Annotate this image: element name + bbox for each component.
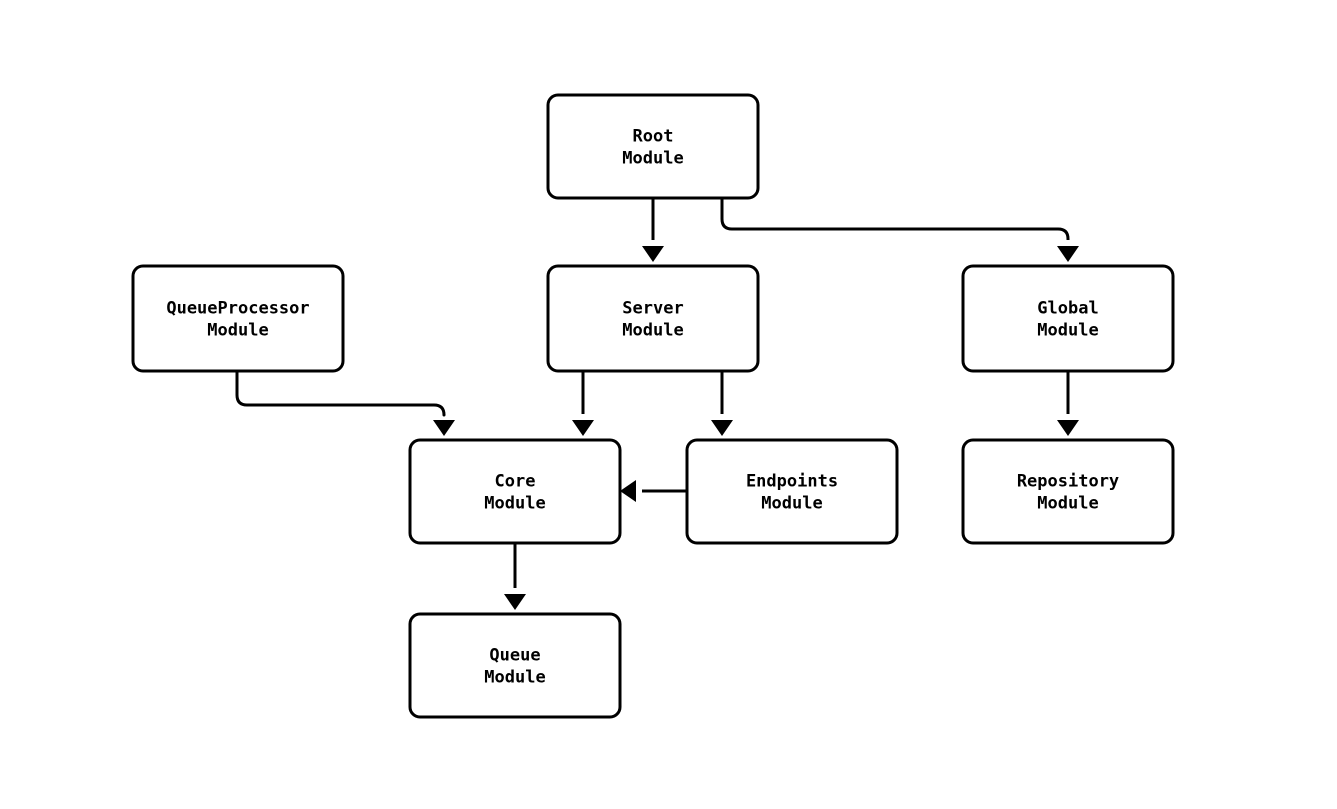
- node-box[interactable]: [961, 438, 1175, 545]
- edge-global-repository: Global Module to Repository Module: [1057, 371, 1079, 436]
- edge-endpoints-core: Endpoints Module to Core Module: [620, 480, 687, 502]
- node-label-title: Repository: [1017, 472, 1119, 492]
- edge-line: [720, 198, 1070, 241]
- node-label-subtitle: Module: [622, 149, 683, 169]
- edge-core-queue: Core Module to Queue Module: [504, 543, 526, 610]
- node-label-title: Global: [1037, 299, 1098, 319]
- node-label-subtitle: Module: [484, 494, 545, 514]
- edge-layer: Root Module to Server Module Root Module …: [235, 198, 1079, 610]
- node-label-title: QueueProcessor: [166, 299, 309, 319]
- edge-root-server: Root Module to Server Module: [642, 198, 664, 262]
- edge-root-global: Root Module to Global Module: [720, 198, 1079, 262]
- edge-arrowhead: [1057, 246, 1079, 262]
- node-box[interactable]: [961, 264, 1175, 373]
- node-box[interactable]: [408, 612, 622, 719]
- edge-arrowhead: [620, 480, 636, 502]
- node-box[interactable]: [546, 93, 760, 200]
- node-label-title: Core: [495, 472, 536, 492]
- node-label-title: Endpoints: [746, 472, 838, 492]
- edge-arrowhead: [504, 594, 526, 610]
- edge-arrowhead: [572, 420, 594, 436]
- edge-server-core: Server Module to Core Module: [572, 371, 594, 436]
- node-box[interactable]: [546, 264, 760, 373]
- node-label-subtitle: Module: [207, 321, 268, 341]
- node-label-title: Server: [622, 299, 683, 319]
- node-label-subtitle: Module: [622, 321, 683, 341]
- node-label-subtitle: Module: [761, 494, 822, 514]
- edge-arrowhead: [642, 246, 664, 262]
- node-box[interactable]: [408, 438, 622, 545]
- node-box[interactable]: [685, 438, 899, 545]
- edge-line: [235, 371, 446, 417]
- node-label-title: Queue: [489, 646, 540, 666]
- node-label-title: Root: [633, 127, 674, 147]
- node-label-subtitle: Module: [1037, 494, 1098, 514]
- edge-queueprocessor-core: QueueProcessor Module to Core Module: [235, 371, 455, 436]
- node-box[interactable]: [131, 264, 345, 373]
- node-label-subtitle: Module: [1037, 321, 1098, 341]
- edge-arrowhead: [433, 420, 455, 436]
- edge-server-endpoints: Server Module to Endpoints Module: [711, 371, 733, 436]
- node-label-subtitle: Module: [484, 668, 545, 688]
- edge-arrowhead: [711, 420, 733, 436]
- edge-arrowhead: [1057, 420, 1079, 436]
